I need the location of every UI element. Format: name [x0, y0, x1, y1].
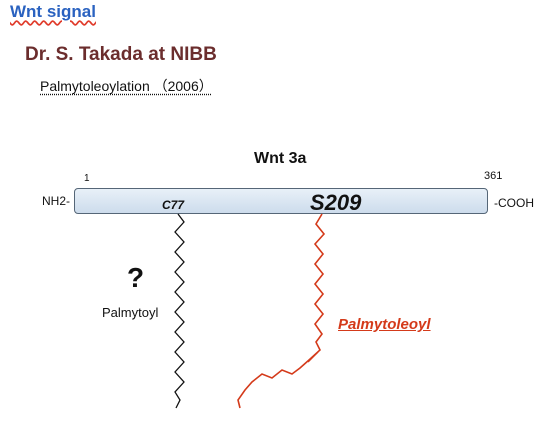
palmitoleoyl-label: Palmytoleoyl	[338, 316, 431, 333]
palmitoleoyl-chain	[237, 213, 326, 409]
slide-title: Wnt signal	[10, 2, 96, 21]
residue-start: 1	[84, 173, 90, 184]
c-terminus-label: -COOH	[494, 196, 534, 210]
protein-bar	[74, 188, 488, 214]
double-bond	[307, 351, 319, 363]
site-c77: C77	[162, 198, 185, 212]
n-terminus-label: NH2-	[42, 194, 71, 208]
subtitle: Palmytoleoylation （2006）	[40, 78, 213, 94]
residue-end: 361	[484, 170, 503, 182]
site-s209: S209	[310, 190, 362, 215]
author-heading: Dr. S. Takada at NIBB	[25, 44, 217, 65]
protein-name: Wnt 3a	[254, 150, 307, 167]
palmitoyl-label: Palmytoyl	[102, 305, 159, 320]
palmitoyl-chain	[174, 213, 185, 409]
question-mark: ?	[127, 262, 145, 293]
